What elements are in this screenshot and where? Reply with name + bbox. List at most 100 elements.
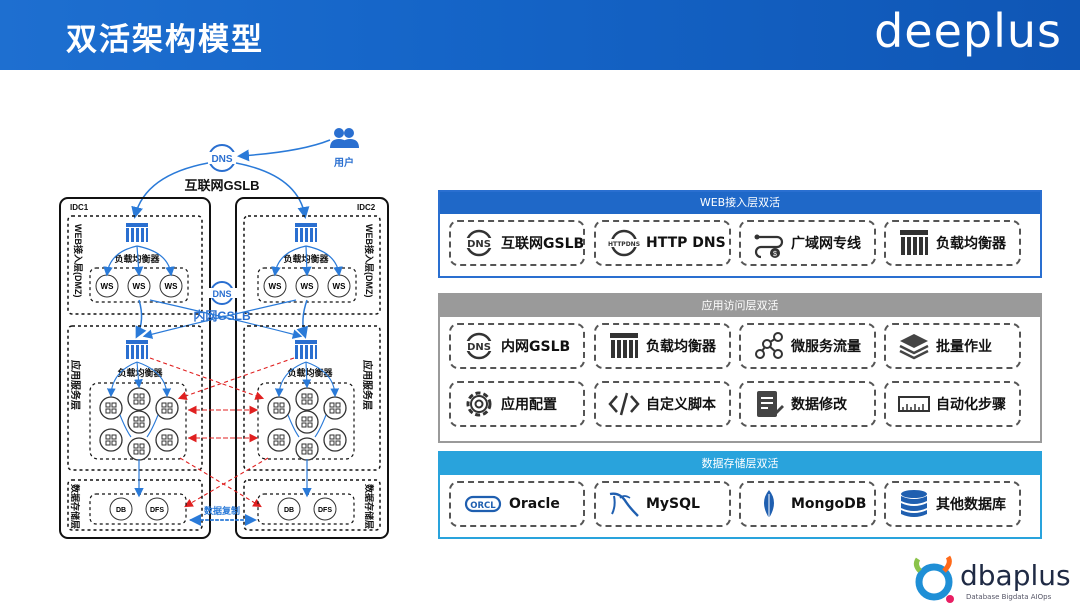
service-node: [155, 428, 179, 452]
card-other-database: 其他数据库: [884, 481, 1021, 527]
card-label: 自动化步骤: [936, 397, 1006, 413]
idc2-web-layer: [243, 215, 381, 315]
dns-to-idc1-arrow: [131, 162, 209, 219]
ws-node: WS: [327, 274, 351, 298]
idc1-box: [59, 197, 211, 539]
cross-lb-arrow: [177, 357, 295, 400]
code-icon: [608, 392, 640, 416]
web2-to-app2-arrow: [296, 299, 309, 339]
card-mongodb: MongoDB: [739, 481, 876, 527]
cross-data-arrow: [184, 457, 269, 508]
page-title: 双活架构模型: [66, 22, 264, 58]
cross-data-arrow: [179, 457, 262, 508]
wan-line-icon: $: [754, 234, 784, 259]
card-label: 数据修改: [791, 397, 847, 413]
dfs-node: DFS: [145, 497, 169, 521]
web-layer-panel-title: WEB接入层双活: [440, 192, 1040, 214]
card-batch-job: 批量作业: [884, 323, 1021, 369]
idc2-app-layer-label: 应用服务层: [361, 360, 374, 410]
card-label: MongoDB: [791, 496, 867, 512]
dfs-label: DFS: [150, 507, 164, 514]
idc2-box: [235, 197, 389, 539]
card-custom-script: 自定义脚本: [594, 381, 731, 427]
idc2-service-nodes: [267, 387, 347, 461]
ws-label: WS: [101, 282, 115, 291]
card-label: 内网GSLB: [501, 339, 571, 355]
microservice-flow-icon: [755, 332, 783, 359]
ws-label: WS: [133, 282, 147, 291]
card-label: MySQL: [646, 496, 700, 512]
dfs-node: DFS: [313, 497, 337, 521]
user-to-dns-arrow: [237, 139, 331, 162]
card-mysql: MySQL: [594, 481, 731, 527]
idc2-label: IDC2: [357, 203, 376, 212]
card-label: 广域网专线: [791, 236, 861, 252]
idc1-storage-group: [89, 493, 187, 525]
load-balancer-icon: [126, 223, 148, 242]
ws-label: WS: [333, 282, 347, 291]
ws-node: WS: [127, 274, 151, 298]
dns-label: DNS: [211, 154, 232, 165]
web2-to-app1-arrow: [142, 299, 297, 339]
card-app-config: 应用配置: [449, 381, 585, 427]
card-automation-steps: 自动化步骤: [884, 381, 1021, 427]
ws-node: WS: [263, 274, 287, 298]
header-bar: 双活架构模型 deeplus: [0, 0, 1080, 70]
user-icon: [330, 128, 359, 148]
dns-icon: DNS: [205, 281, 239, 305]
replication-label: 数据复制: [204, 505, 240, 516]
service-node: [323, 396, 347, 420]
idc1-data-layer: [67, 479, 203, 531]
service-node: [99, 396, 123, 420]
dns-label: DNS: [212, 289, 231, 299]
db-node: DB: [277, 497, 301, 521]
automation-icon: [898, 396, 930, 412]
idc1-app-layer-label: 应用服务层: [69, 360, 82, 410]
db-label: DB: [116, 507, 126, 514]
card-label: Oracle: [509, 496, 560, 512]
dbaplus-mark-icon: [913, 555, 954, 603]
svg-text:DNS: DNS: [467, 239, 491, 250]
load-balancer-icon: [610, 333, 638, 358]
service-node: [127, 410, 151, 434]
oracle-icon: ORCL: [464, 495, 502, 513]
idc1-app-lb-label: 负载均衡器: [117, 367, 163, 378]
load-balancer-icon: [295, 340, 317, 359]
card-microservice-flow: 微服务流量: [739, 323, 876, 369]
service-node: [295, 437, 319, 461]
data-layer-panel-title: 数据存储层双活: [440, 453, 1040, 475]
service-node: [99, 428, 123, 452]
service-node: [127, 387, 151, 411]
card-data-modify: 数据修改: [739, 381, 876, 427]
ws-label: WS: [165, 282, 179, 291]
idc2-data-layer: [243, 479, 381, 531]
dns-icon: DNS: [463, 229, 495, 257]
deeplus-logo: deeplus: [874, 4, 1062, 58]
load-balancer-icon: [295, 223, 317, 242]
service-node: [267, 428, 291, 452]
card-label: 负载均衡器: [936, 236, 1006, 252]
ws-label: WS: [301, 282, 315, 291]
service-node: [323, 428, 347, 452]
idc1-app-layer: [67, 325, 203, 471]
card-internet-gslb: DNS 互联网GSLB: [449, 220, 585, 266]
ws-node: WS: [159, 274, 183, 298]
svg-text:ORCL: ORCL: [470, 501, 496, 511]
idc2-data-layer-label: 数据存储层: [364, 484, 375, 529]
card-http-dns: HTTPDNS HTTP DNS: [594, 220, 731, 266]
mysql-icon: [609, 492, 639, 517]
dns-to-idc2-arrow: [235, 162, 310, 219]
card-label: 应用配置: [501, 397, 557, 413]
card-intranet-gslb: DNS 内网GSLB: [449, 323, 585, 369]
card-oracle: ORCL Oracle: [449, 481, 585, 527]
web1-to-app1-arrow: [135, 299, 147, 339]
card-app-load-balancer: 负载均衡器: [594, 323, 731, 369]
dbaplus-word: dbaplus: [960, 559, 1071, 592]
load-balancer-icon: [900, 230, 928, 255]
httpdns-icon: HTTPDNS: [608, 229, 640, 257]
idc1-web-layer: [67, 215, 203, 315]
card-label: 其他数据库: [936, 497, 1006, 513]
edit-document-icon: [757, 391, 784, 417]
svg-text:DNS: DNS: [467, 342, 491, 353]
batch-job-icon: [899, 334, 929, 360]
